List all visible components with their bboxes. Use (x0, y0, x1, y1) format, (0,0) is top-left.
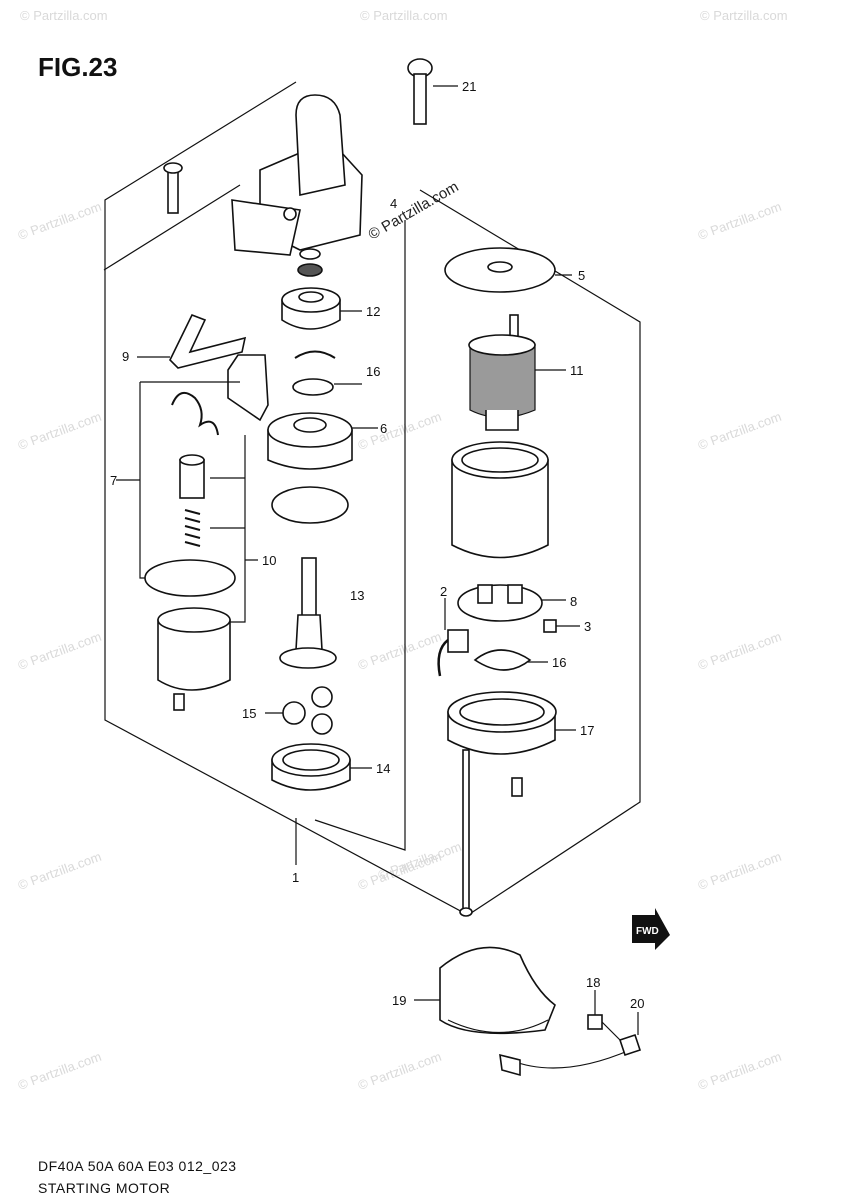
armature-11-part (468, 314, 566, 431)
solenoid-contact-7-part (116, 354, 269, 579)
callout-7[interactable]: 7 (110, 473, 117, 488)
fwd-label: FWD (636, 926, 659, 937)
internal-gear-14-part (271, 743, 372, 791)
watermark-text: © Partzilla.com (356, 1049, 443, 1093)
shaft-13-part (279, 557, 337, 669)
drive-housing-part (231, 94, 363, 256)
callout-15[interactable]: 15 (242, 706, 256, 721)
watermark-text: © Partzilla.com (696, 199, 783, 243)
planetary-gear-15-part (265, 686, 333, 735)
callout-20[interactable]: 20 (630, 996, 644, 1011)
watermark-text: © Partzilla.com (16, 1049, 103, 1093)
callout-9[interactable]: 9 (122, 349, 129, 364)
shift-lever-9-part (137, 313, 247, 369)
callout-4[interactable]: 4 (390, 196, 397, 211)
callout-13[interactable]: 13 (350, 588, 364, 603)
spring-plate-16-part (473, 649, 548, 671)
callout-19[interactable]: 19 (392, 993, 406, 1008)
watermark-text: © Partzilla.com (696, 409, 783, 453)
watermark-text: © Partzilla.com (700, 8, 788, 23)
callout-1[interactable]: 1 (292, 870, 299, 885)
callout-5[interactable]: 5 (578, 268, 585, 283)
plate-5-part (444, 247, 572, 293)
end-cap-17-part (447, 691, 576, 755)
callout-3[interactable]: 3 (584, 619, 591, 634)
bolt-part (163, 162, 183, 214)
watermark-text: © Partzilla.com (356, 629, 443, 673)
callout-10[interactable]: 10 (262, 553, 276, 568)
fastener-18-20-part (587, 990, 642, 1057)
callout-11[interactable]: 11 (570, 363, 584, 378)
watermark-text: © Partzilla.com (360, 8, 448, 23)
plunger-part (179, 435, 258, 623)
gasket-part (271, 486, 349, 524)
figure-title: FIG.23 (38, 52, 118, 82)
watermark-text: © Partzilla.com (20, 8, 108, 23)
watermark-text: © Partzilla.com (16, 849, 103, 893)
bolt-21-part (407, 58, 458, 125)
gear-cover-6-part (267, 412, 378, 470)
watermark-text: © Partzilla.com (696, 849, 783, 893)
callout-21[interactable]: 21 (462, 79, 476, 94)
watermark-text: © Partzilla.com (16, 629, 103, 673)
solenoid-cover-part (144, 559, 236, 597)
inner-divider (103, 184, 406, 851)
brush-holder-8-part (457, 584, 566, 622)
callout-12[interactable]: 12 (366, 304, 380, 319)
circlip-16-part (292, 350, 362, 396)
figure-code: DF40A 50A 60A E03 012_023 (38, 1158, 237, 1174)
callout-2[interactable]: 2 (440, 584, 447, 599)
callout-14[interactable]: 14 (376, 761, 390, 776)
watermark-layer: © Partzilla.com © Partzilla.com © Partzi… (16, 8, 788, 1093)
watermark-text: © Partzilla.com (356, 409, 443, 453)
nut-3-part (543, 619, 580, 633)
callout-labels: 1 2 3 4 5 6 7 8 9 10 11 12 13 14 15 16 1… (110, 79, 644, 1011)
brush-2-part (437, 598, 469, 677)
callout-8[interactable]: 8 (570, 594, 577, 609)
bracket-19-part (414, 946, 632, 1077)
solenoid-body-part (157, 607, 231, 711)
callout-6[interactable]: 6 (380, 421, 387, 436)
watermark-text: © Partzilla.com (16, 199, 103, 243)
watermark-text: © Partzilla.com (376, 839, 463, 883)
watermark-text: © Partzilla.com (696, 1049, 783, 1093)
yoke-part (451, 441, 549, 559)
fwd-arrow-icon: FWD (632, 908, 670, 950)
callout-16[interactable]: 16 (366, 364, 380, 379)
callout-17[interactable]: 17 (580, 723, 594, 738)
callout-16[interactable]: 16 (552, 655, 566, 670)
watermark-text: © Partzilla.com (16, 409, 103, 453)
watermark-text: © Partzilla.com (696, 629, 783, 673)
through-bolt-part (459, 749, 523, 917)
pinion-12-part (281, 248, 362, 330)
callout-18[interactable]: 18 (586, 975, 600, 990)
figure-name: STARTING MOTOR (38, 1180, 171, 1196)
watermark-text: © Partzilla.com (366, 178, 462, 243)
